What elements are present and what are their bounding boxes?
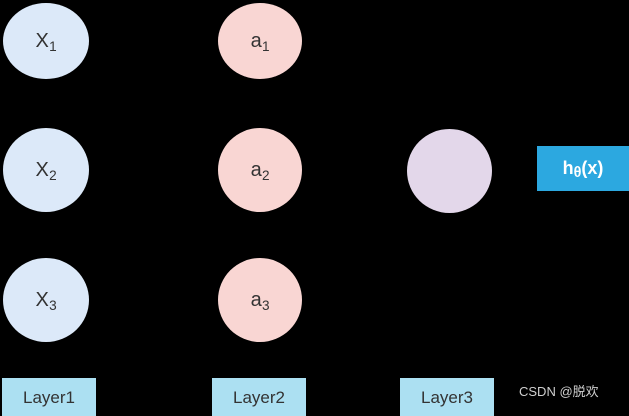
node-a3: a3 [218, 258, 302, 342]
node-x3: X3 [3, 258, 89, 342]
hypothesis-output-box: hθ(x) [537, 146, 629, 191]
node-a3-label: a3 [250, 289, 270, 313]
node-a2-label: a2 [250, 159, 270, 183]
node-x1: X1 [3, 3, 89, 79]
hypothesis-output-label: hθ(x) [562, 158, 604, 182]
layer-box-layer1: Layer1 [2, 378, 96, 416]
node-a1-label: a1 [250, 30, 270, 54]
layer-box-layer3: Layer3 [400, 378, 494, 416]
layer-box-layer3-label: Layer3 [421, 387, 473, 407]
node-x1-label: X1 [35, 30, 57, 54]
csdn-watermark: CSDN @脱欢 [519, 384, 599, 399]
layer-box-layer2: Layer2 [212, 378, 306, 416]
node-a1: a1 [218, 3, 302, 79]
node-x2-label: X2 [35, 159, 57, 183]
node-a2: a2 [218, 128, 302, 212]
node-output [407, 129, 492, 213]
node-x3-label: X3 [35, 289, 57, 313]
layer-box-layer2-label: Layer2 [233, 387, 285, 407]
layer-box-layer1-label: Layer1 [23, 387, 75, 407]
node-x2: X2 [3, 128, 89, 212]
